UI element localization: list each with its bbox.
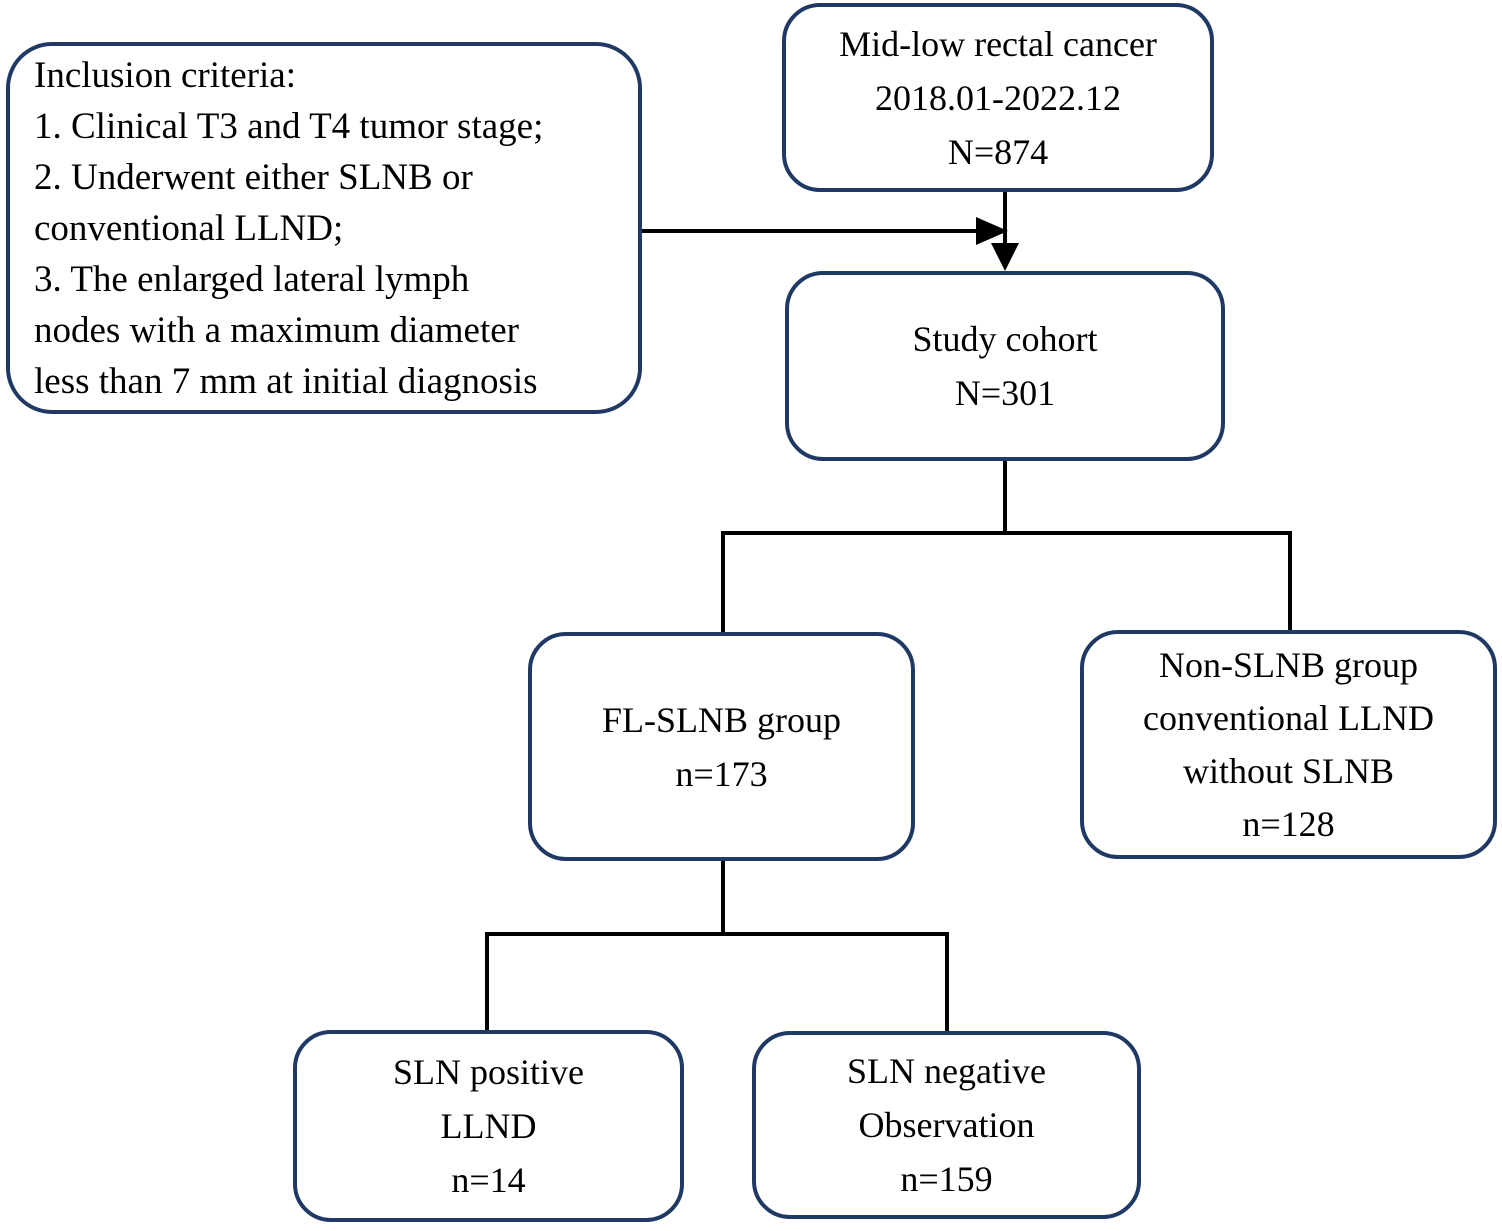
inclusion-criteria-box: Inclusion criteria: 1. Clinical T3 and T… [6,42,642,414]
non-slnb-group-box: Non-SLNB group conventional LLND without… [1080,630,1497,859]
inclusion-criteria-line: Inclusion criteria: [34,54,296,96]
non-slnb-group-count: n=128 [1242,803,1335,844]
inclusion-criteria-line: 3. The enlarged lateral lymph [34,258,470,300]
study-cohort-count: N=301 [954,373,1056,413]
inclusion-criteria-line: 1. Clinical T3 and T4 tumor stage; [34,105,544,147]
non-slnb-group-desc: without SLNB [1182,750,1395,791]
edge-source-to-cohort-arrowhead [991,243,1019,271]
sln-positive-box: SLN positive LLND n=14 [293,1030,684,1222]
non-slnb-group-desc: conventional LLND [1143,697,1434,738]
sln-negative-title: SLN negative [847,1051,1046,1091]
inclusion-criteria-line: nodes with a maximum diameter [34,309,519,351]
non-slnb-group-title: Non-SLNB group [1159,644,1418,685]
sln-positive-count: n=14 [451,1160,526,1200]
source-population-count: N=874 [947,131,1049,172]
source-population-period: 2018.01-2022.12 [875,77,1121,118]
fl-slnb-group-title: FL-SLNB group [601,699,841,740]
source-population-box: Mid-low rectal cancer 2018.01-2022.12 N=… [782,3,1214,192]
sln-positive-title: SLN positive [392,1052,584,1092]
fl-slnb-group-count: n=173 [675,753,768,794]
fl-slnb-group-box: FL-SLNB group n=173 [528,632,915,861]
study-cohort-box: Study cohort N=301 [785,271,1225,461]
inclusion-criteria-line: less than 7 mm at initial diagnosis [34,360,538,402]
inclusion-criteria-line: conventional LLND; [34,207,344,249]
sln-positive-treatment: LLND [440,1106,537,1146]
study-cohort-title: Study cohort [912,319,1098,359]
inclusion-criteria-line: 2. Underwent either SLNB or [34,156,473,198]
sln-negative-treatment: Observation [858,1105,1035,1145]
edge-inclusion-to-flow-arrowhead [976,217,1008,245]
sln-negative-count: n=159 [900,1159,993,1199]
source-population-title: Mid-low rectal cancer [839,23,1157,64]
sln-negative-box: SLN negative Observation n=159 [752,1031,1141,1219]
